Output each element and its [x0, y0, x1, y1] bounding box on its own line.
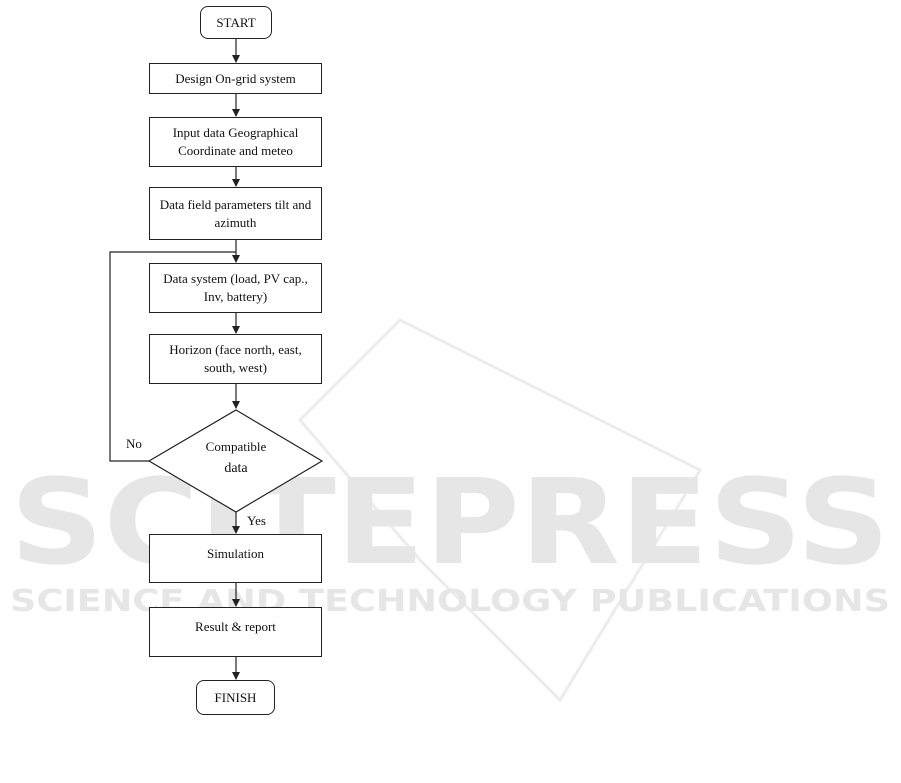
step-simulation: Simulation [149, 534, 322, 583]
decision-label: Compatible data [150, 436, 322, 480]
step-horizon-label: Horizon (face north, east, south, west) [156, 341, 315, 377]
step-result-report: Result & report [149, 607, 322, 657]
label-yes: Yes [247, 513, 266, 529]
step-input-label: Input data Geographical Coordinate and m… [156, 124, 315, 160]
step-field-parameters: Data field parameters tilt and azimuth [149, 187, 322, 240]
step-field-label: Data field parameters tilt and azimuth [156, 196, 315, 232]
step-design-on-grid: Design On-grid system [149, 63, 322, 94]
step-simulation-label: Simulation [207, 545, 264, 563]
decision-label-line2: data [150, 458, 322, 480]
step-data-system: Data system (load, PV cap., Inv, battery… [149, 263, 322, 313]
finish-terminal: FINISH [196, 680, 275, 715]
decision-label-line1: Compatible [150, 436, 322, 458]
start-terminal: START [200, 6, 272, 39]
finish-label: FINISH [215, 689, 257, 707]
step-input-data: Input data Geographical Coordinate and m… [149, 117, 322, 167]
step-data-system-label: Data system (load, PV cap., Inv, battery… [156, 270, 315, 306]
step-horizon: Horizon (face north, east, south, west) [149, 334, 322, 384]
label-no: No [126, 436, 142, 452]
step-result-label: Result & report [195, 618, 276, 636]
start-label: START [216, 14, 255, 32]
step-design-label: Design On-grid system [175, 70, 296, 88]
